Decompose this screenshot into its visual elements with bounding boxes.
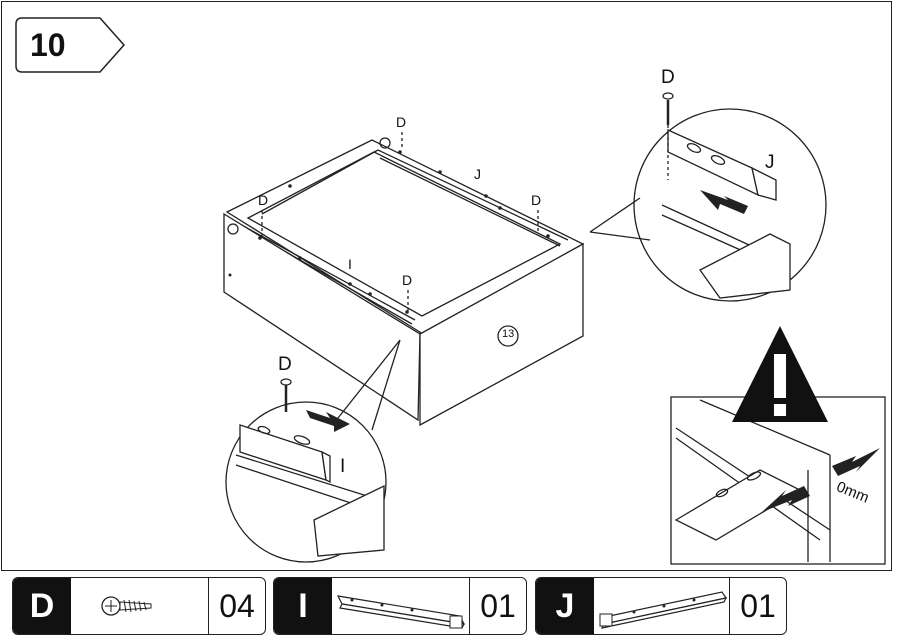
gap-arrow-top [832,448,880,476]
warning-triangle-icon [732,326,828,422]
part-i-box: I 01 [273,577,527,635]
label-rail-front: I [348,256,352,272]
diagram-frame [1,1,892,571]
drawer-rail-icon [336,595,466,629]
label-screw-top-right: D [531,192,542,208]
label-screw-top-left: D [258,192,269,208]
part-j-qty: 01 [729,578,786,634]
part-i-qty: 01 [469,578,526,634]
part-d-qty: 04 [208,578,265,634]
part-d-box: D 04 [12,577,266,635]
label-screw-front: D [402,272,413,288]
arrow-right-detail [700,190,748,214]
label-part-number: 13 [502,328,515,340]
step-badge [15,17,126,73]
part-j-letter: J [536,578,594,634]
assembly-drawing [223,92,886,565]
gap-arrow-bottom [762,486,810,512]
drawer-rail-icon [599,591,728,629]
label-screw-top: D [396,114,407,130]
label-detail-left-screw: D [278,354,292,375]
part-i-letter: I [274,578,332,634]
label-detail-right-screw: D [661,67,675,88]
arrow-left-detail [306,410,350,432]
step-number: 10 [30,27,66,63]
screw-icon [101,596,152,616]
label-detail-right-rail: J [765,152,775,173]
drawer-opening [246,151,562,317]
part-d-letter: D [13,578,71,634]
part-j-box: J 01 [535,577,787,635]
label-rail-top: J [474,166,481,182]
label-detail-left-rail: I [340,456,346,477]
drawer-front-panel [419,242,584,427]
drawer-side-panel [223,212,421,422]
